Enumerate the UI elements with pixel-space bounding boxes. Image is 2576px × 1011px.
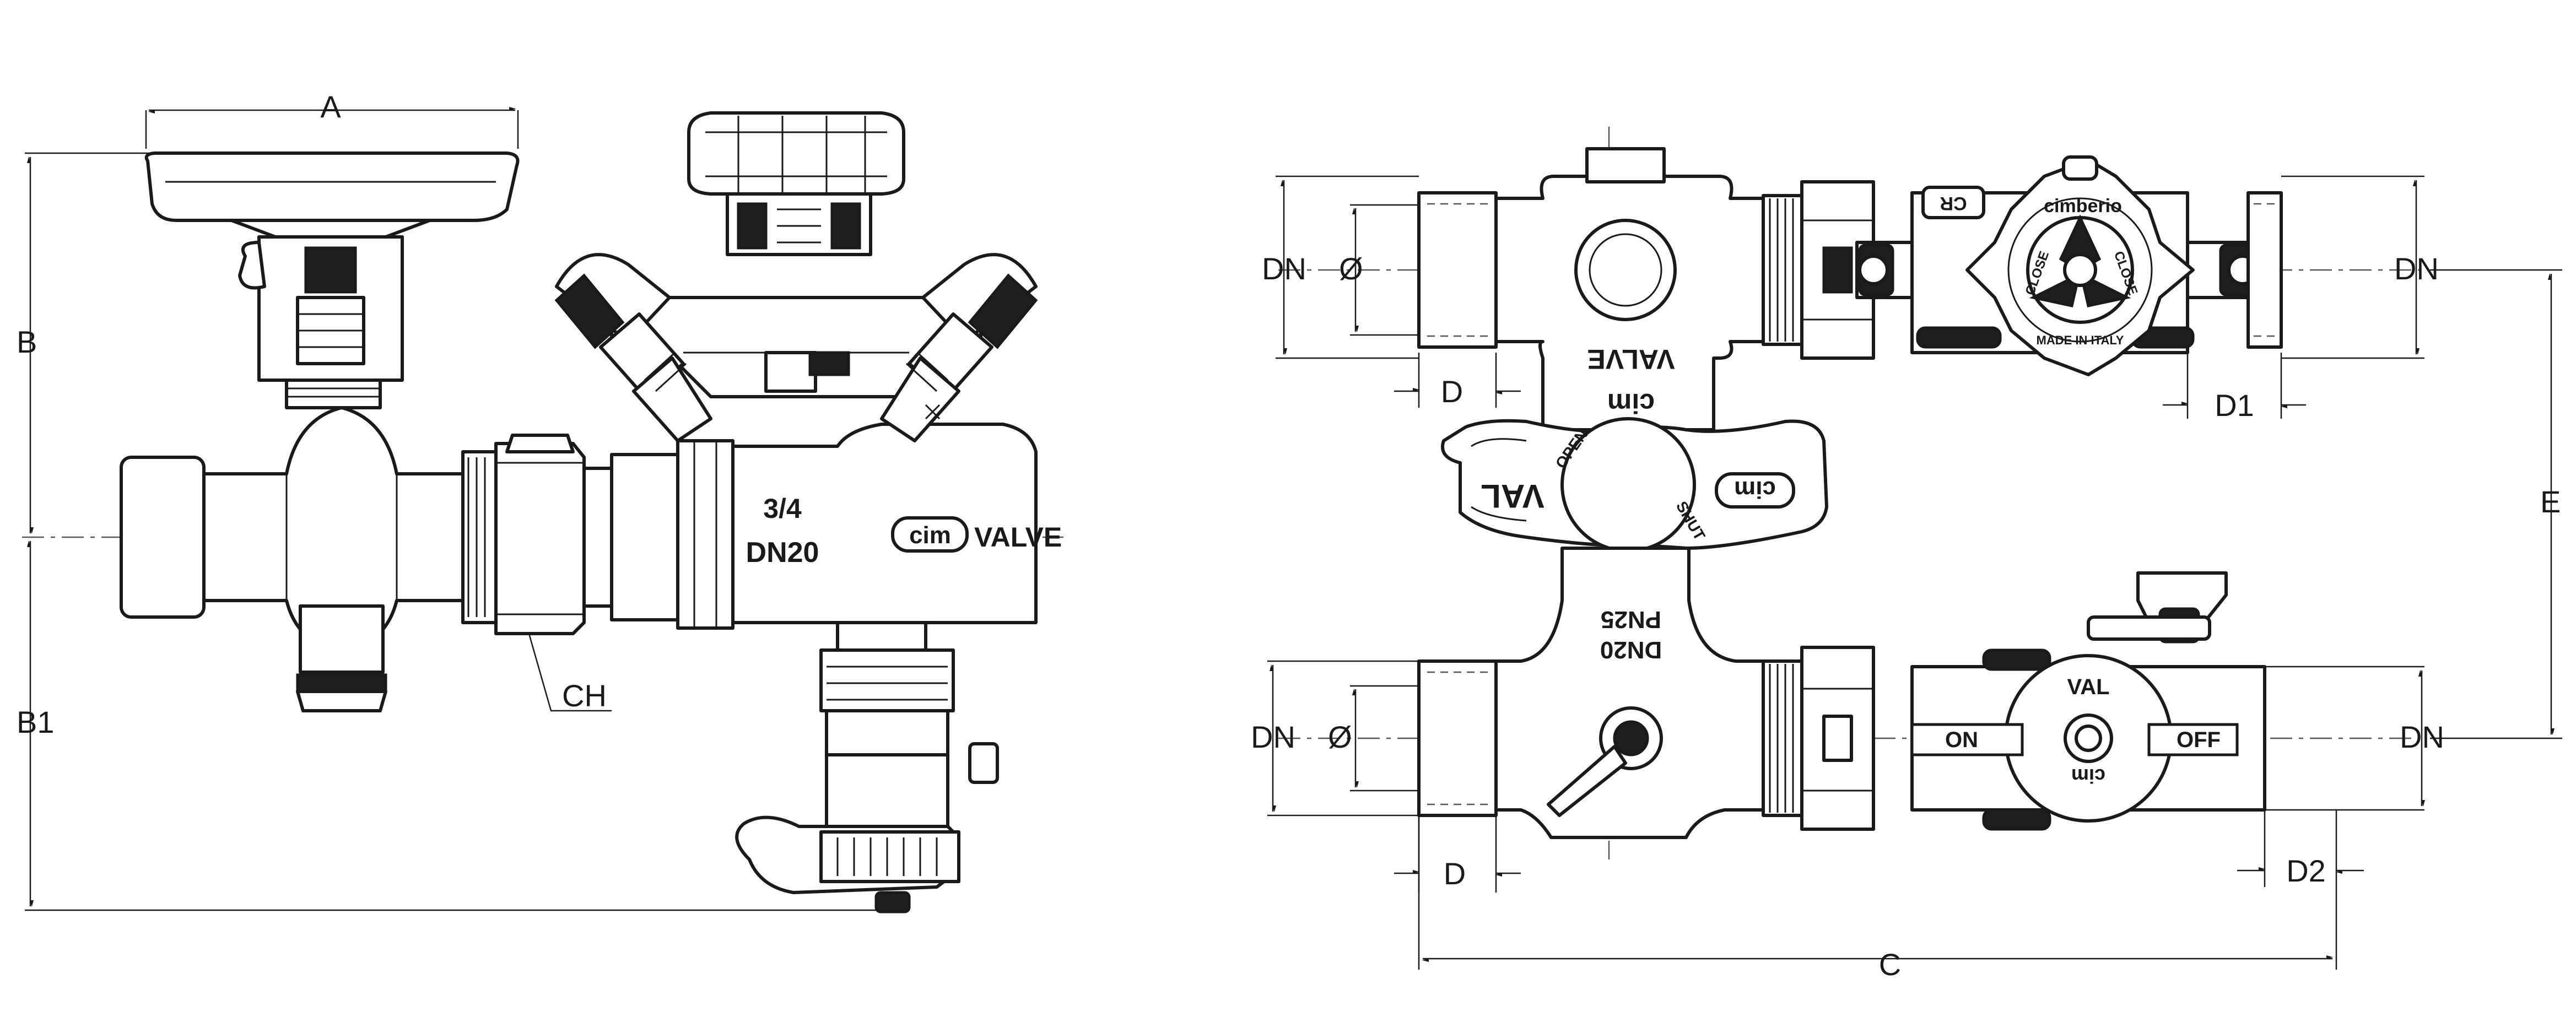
dim-b-label: B: [17, 325, 37, 359]
cim-logo: cim: [891, 516, 969, 553]
handle-val-marking: VAL: [1481, 478, 1544, 515]
dim-b1-label: B1: [17, 705, 55, 739]
drain-valve: [735, 621, 999, 913]
dim-dn-upper-left-label: DN: [1262, 251, 1306, 286]
side-elevation-view: 3/4 DN20 cim VALVE A B B: [17, 89, 1063, 913]
cr-marking: CR: [1940, 193, 1967, 214]
off-marking: OFF: [2177, 728, 2221, 752]
dim-dn-upper-right-label: DN: [2394, 251, 2439, 286]
left-valve-body: [120, 406, 498, 712]
on-marking: ON: [1945, 728, 1978, 752]
dim-dia-lower-label: Ø: [1328, 720, 1352, 754]
size-dn-label: DN20: [746, 537, 819, 569]
upper-valve-marking: VALVE: [1587, 344, 1675, 375]
front-view: VALVE cim CR: [1251, 127, 2562, 982]
dim-dn-lower-left-label: DN: [1251, 720, 1295, 754]
dim-dia-upper-label: Ø: [1339, 251, 1363, 286]
made-in-italy-marking: MADE IN ITALY: [2037, 333, 2124, 347]
lower-ball-valve: VAL cim ON OFF: [1910, 571, 2266, 831]
lower-val-marking: VAL: [2067, 675, 2109, 699]
ball-valve-handle: VAL cim OPEN SHUT: [1441, 417, 1828, 553]
lower-pn-marking: PN25: [1601, 606, 1661, 633]
svg-text:cim: cim: [909, 522, 951, 549]
measuring-valve-block: CR cimberio MADE IN ITALY CLOSE CLOS: [1855, 155, 2283, 376]
test-point-left: [554, 253, 712, 442]
lower-cim-marking: cim: [2071, 765, 2105, 787]
dim-e-label: E: [2540, 484, 2561, 519]
lower-dn-marking: DN20: [1600, 636, 1662, 663]
upper-cim-marking: cim: [1607, 388, 1655, 419]
dim-c-label: C: [1879, 947, 1901, 982]
dim-d-upper-label: D: [1441, 374, 1463, 409]
dim-a-label: A: [320, 89, 341, 124]
valve-stem: [238, 235, 404, 409]
svg-text:cim: cim: [1734, 476, 1776, 503]
dim-d2-label: D2: [2286, 853, 2326, 888]
lever-handle: [144, 152, 520, 239]
cimberio-marking: cimberio: [2044, 196, 2122, 217]
lower-manifold: PN25 DN20: [1417, 547, 1875, 839]
upper-manifold: VALVE cim: [1417, 147, 1875, 431]
handle-cim-logo: cim: [1715, 472, 1795, 509]
brand-valve-label: VALVE: [974, 522, 1062, 553]
union-nut: [494, 434, 619, 635]
size-inch-label: 3/4: [763, 493, 802, 524]
dim-d-lower-label: D: [1444, 856, 1466, 891]
handwheel: [687, 111, 905, 256]
balancing-valve-body: [610, 423, 1038, 630]
dim-dn-lower-right-label: DN: [2400, 720, 2444, 754]
dim-d1-label: D1: [2215, 388, 2254, 423]
dim-ch-label: CH: [562, 678, 607, 713]
test-point-right: [880, 253, 1038, 442]
